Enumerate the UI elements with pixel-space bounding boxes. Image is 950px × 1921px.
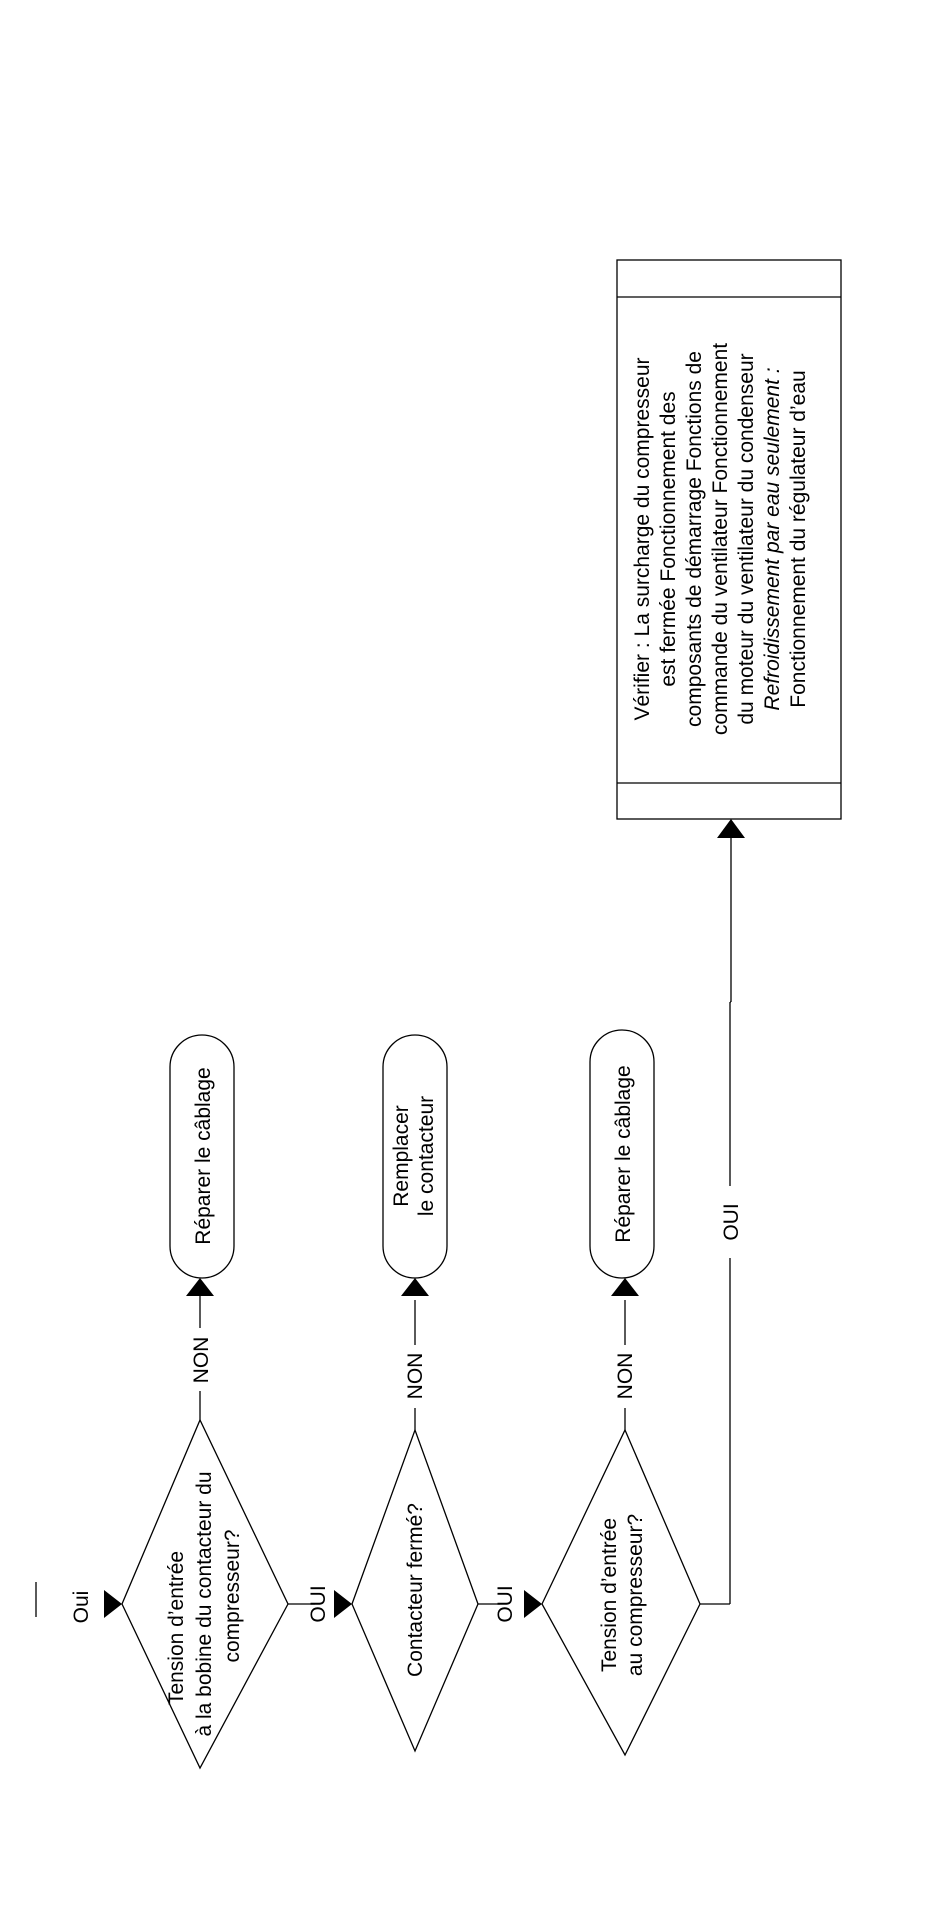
- action-repair-wiring-1-label: Réparer le câblage: [192, 1067, 215, 1244]
- decision-2-no-branch: NON Remplacer le contacteur: [382, 1034, 448, 1430]
- decision-1-no-branch: NON Réparer le câblage: [169, 1034, 235, 1420]
- decision-1-yes-arrowhead: [334, 1590, 352, 1618]
- decision-2-yes-label: OUI: [494, 1585, 517, 1622]
- final-check-box-frame: [616, 259, 842, 820]
- decision-1-line-2: à la bobine du contacteur du: [193, 1471, 216, 1736]
- final-check-box: Vérifier : La surcharge du compresseur e…: [616, 259, 842, 820]
- decision-1: Tension d’entrée à la bobine du contacte…: [121, 1418, 289, 1770]
- decision-1-line-3: compresseur?: [221, 1529, 244, 1662]
- decision-3-line-2: au compresseur?: [624, 1514, 647, 1676]
- decision-2-no-arrowhead: [401, 1278, 429, 1296]
- action-repair-wiring-2: [589, 1029, 655, 1279]
- decision-3-no-branch: NON Réparer le câblage: [589, 1029, 655, 1430]
- decision-2-yes-arrowhead: [524, 1590, 542, 1618]
- entry-connector: Oui: [35, 1582, 122, 1624]
- final-check-line-7: Fonctionnement du régulateur d’eau: [787, 370, 810, 707]
- decision-1-no-label: NON: [190, 1337, 213, 1384]
- decision-2-line-1: Contacteur fermé?: [404, 1503, 427, 1677]
- decision-3-line-1: Tension d’entrée: [598, 1518, 621, 1672]
- final-check-line-2: est fermée Fonctionnement des: [657, 391, 680, 686]
- decision-3-yes-arrowhead: [717, 819, 745, 838]
- final-check-line-4: commande du ventilateur Fonctionnement: [709, 343, 732, 735]
- decision-1-no-arrowhead: [186, 1278, 214, 1296]
- final-check-line-5: du moteur du ventilateur du condenseur: [735, 353, 758, 724]
- decision-2-no-label: NON: [404, 1353, 427, 1400]
- decision-1-line-1: Tension d’entrée: [165, 1551, 188, 1705]
- action-repair-wiring-2-label: Réparer le câblage: [612, 1065, 635, 1242]
- decision-3-no-label: NON: [614, 1353, 637, 1400]
- decision-1-yes-connector: OUI: [288, 1585, 352, 1623]
- action-replace-contactor-line-1: Remplacer: [390, 1105, 413, 1207]
- decision-3-no-arrowhead: [611, 1278, 639, 1296]
- entry-arrowhead: [104, 1590, 122, 1618]
- action-replace-contactor: [382, 1034, 448, 1279]
- decision-3-diamond: [541, 1428, 701, 1757]
- decision-1-yes-label: OUI: [307, 1585, 330, 1622]
- final-check-line-3: composants de démarrage Fonctions de: [683, 351, 706, 727]
- final-check-line-6: Refroidissement par eau seulement :: [761, 367, 784, 710]
- decision-2-yes-connector: OUI: [478, 1585, 542, 1623]
- decision-3-yes-label: OUI: [720, 1203, 743, 1240]
- decision-3-yes-connector: OUI: [700, 819, 745, 1605]
- decision-3: Tension d’entrée au compresseur?: [541, 1428, 701, 1757]
- action-replace-contactor-line-2: le contacteur: [415, 1096, 438, 1216]
- decision-2: Contacteur fermé?: [351, 1428, 479, 1753]
- final-check-line-1: Vérifier : La surcharge du compresseur: [631, 357, 654, 720]
- action-repair-wiring-1: [169, 1034, 235, 1279]
- entry-label: Oui: [70, 1591, 93, 1624]
